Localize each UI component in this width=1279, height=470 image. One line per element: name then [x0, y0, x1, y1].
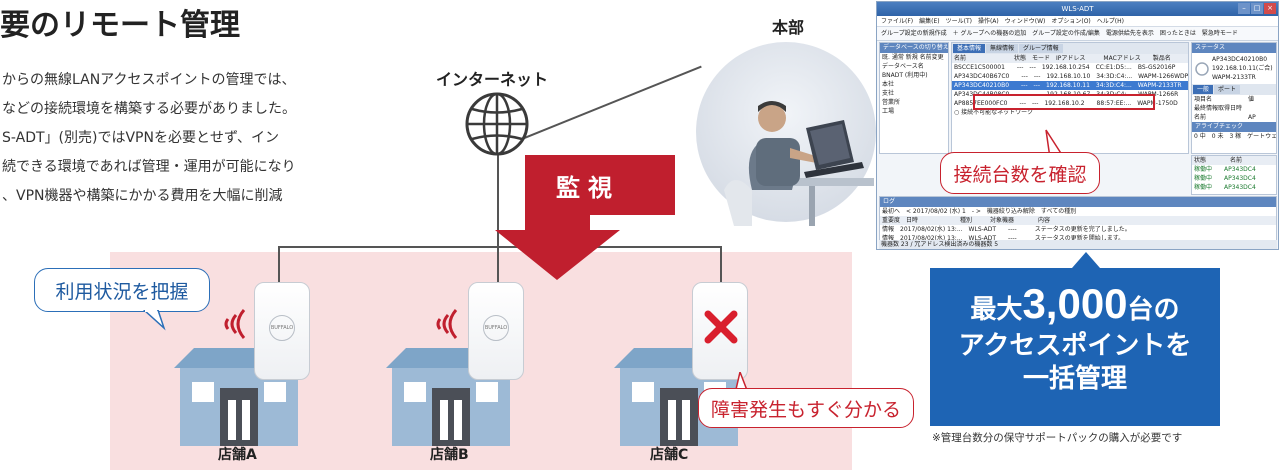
connections-callout-text: 接続台数を確認 — [953, 163, 1087, 186]
list-item[interactable]: 既. 通常 新規 名前変更 — [882, 54, 944, 61]
log-pane: ログ 最初へ < 2017/08/02 (水) 1 - > 機器絞り込み解除 す… — [879, 196, 1277, 248]
log-header: 重要度 日時 種別 対象機器 内容 — [880, 216, 1276, 225]
failure-callout: 障害発生もすぐ分かる — [698, 388, 914, 428]
connections-callout: 接続台数を確認 — [940, 152, 1100, 194]
tab-wireless[interactable]: 無線情報 — [986, 44, 1019, 53]
store-c-access-point — [692, 282, 748, 380]
page-title: 要のリモート管理 — [0, 8, 240, 43]
badge-prefix: 最大 — [970, 295, 1023, 325]
internet-label: インターネット — [436, 70, 549, 89]
description-line: からの無線LANアクセスポイントの管理では、 — [2, 72, 296, 88]
ap-logo: BUFFALO — [483, 315, 509, 341]
list-item[interactable]: 本社 — [882, 81, 895, 88]
list-item[interactable]: 工場 — [882, 108, 895, 115]
usage-callout-tail — [142, 310, 166, 331]
status-pane-title: ステータス — [1192, 43, 1276, 53]
status-bar: 機器数 23 / 冗アドレス検出済みの機器数 5 — [879, 240, 1277, 249]
table-row[interactable]: AP8857EE000FC0 --- --- 192.168.10.2 88:5… — [954, 100, 1178, 107]
log-title: ログ — [880, 197, 1276, 207]
table-row[interactable]: BSCCE1C500001 --- --- 192.168.10.254 CC:… — [954, 64, 1176, 71]
store-b-label: 店舗B — [430, 447, 469, 463]
list-item: データベース名 — [882, 63, 924, 70]
status-ring-icon — [1195, 61, 1209, 76]
status-value: WAPM-2133TR — [1212, 74, 1256, 81]
tab-basic[interactable]: 基本情報 — [953, 44, 986, 53]
usage-callout: 利用状況を把握 — [34, 268, 210, 312]
badge-pointer — [1072, 252, 1100, 268]
database-pane: データベースの切り替え 既. 通常 新規 名前変更 データベース名 BNADT … — [879, 42, 949, 154]
database-pane-title: データベースの切り替え — [880, 43, 948, 53]
failure-callout-text: 障害発生もすぐ分かる — [710, 398, 901, 421]
detail-row: 最終情報取得日時 — [1194, 105, 1255, 112]
description-line: S-ADT」(別売)ではVPNを必要とせず、イン — [2, 130, 279, 146]
badge-line2: アクセスポイントを — [958, 331, 1192, 361]
tab-general[interactable]: 一般 — [1193, 85, 1214, 94]
store-b-access-point: BUFFALO — [468, 282, 524, 380]
alive-check-title: アライブチェック — [1192, 122, 1276, 132]
table-header: 名前 状態 モード IPアドレス MACアドレス 製品名 — [952, 54, 1188, 63]
description: からの無線LANアクセスポイントの管理では、 などの接続環境を構築する必要があり… — [2, 66, 402, 211]
internet-drop-line — [497, 150, 499, 248]
error-x-icon — [704, 310, 738, 344]
description-line: 続できる環境であれば管理・運用が可能になり — [2, 159, 296, 175]
list-item[interactable]: BNADT (利用中) — [882, 72, 928, 79]
detail-row: 項目名 値 — [1194, 96, 1255, 103]
usage-callout-text: 利用状況を把握 — [55, 280, 189, 303]
menu-bar[interactable]: ファイル(F) 編集(E) ツール(T) 操作(A) ウィンドウ(W) オプショ… — [877, 16, 1278, 27]
status-value: AP343DC40210B0 — [1212, 56, 1268, 63]
table-row[interactable]: ○ 接続不可能なネットワーク — [954, 109, 1034, 116]
hq-label: 本部 — [772, 18, 805, 37]
highlight-box — [973, 94, 1155, 110]
globe-icon — [465, 92, 529, 156]
badge-number: 3,000 — [1022, 280, 1128, 327]
store-c-line — [720, 246, 722, 282]
log-toolbar[interactable]: 最初へ < 2017/08/02 (水) 1 - > 機器絞り込み解除 すべての… — [882, 208, 1077, 215]
window-title-bar: WLS-ADT – □ × — [877, 2, 1278, 16]
wls-adt-window: WLS-ADT – □ × ファイル(F) 編集(E) ツール(T) 操作(A)… — [876, 1, 1279, 250]
badge-suffix: 台の — [1127, 295, 1180, 325]
alive-row[interactable]: 稼働中 AP343DC4 — [1194, 166, 1256, 173]
store-c-label: 店舗C — [650, 447, 689, 463]
footnote: ※管理台数分の保守サポートパックの購入が必要です — [932, 432, 1183, 444]
store-a-line — [278, 246, 280, 282]
minimize-icon[interactable]: – — [1238, 3, 1250, 14]
description-line: 、VPN機器や構築にかかる費用を大幅に削減 — [2, 188, 283, 204]
tab-group[interactable]: グループ情報 — [1019, 44, 1063, 53]
window-title: WLS-ADT — [1061, 5, 1094, 13]
capacity-badge: 最大3,000台の アクセスポイントを 一括管理 — [930, 268, 1220, 426]
log-row[interactable]: 情報 2017/08/02(水) 13:... WLS-ADT ---- ステー… — [882, 235, 1125, 242]
alive-list-pane: 状態 名前 稼働中 AP343DC4 稼働中 AP343DC4 稼働中 AP34… — [1191, 155, 1277, 195]
store-a-building — [174, 348, 304, 446]
alive-header: 状態 名前 — [1192, 156, 1276, 165]
monitor-arrow — [495, 155, 675, 280]
status-pane: ステータス AP343DC40210B0 192.168.10.11(ご合) W… — [1191, 42, 1277, 154]
alive-row[interactable]: 稼働中 AP343DC4 — [1194, 184, 1256, 191]
table-row-selected[interactable]: AP343DC40210B0 --- --- 192.168.10.11 34:… — [952, 81, 1188, 90]
store-a-wifi-icon — [224, 309, 246, 339]
network-bus-line — [278, 246, 722, 248]
table-row[interactable]: AP343DC40B67C0 --- --- 192.168.10.10 34:… — [954, 73, 1188, 80]
office-worker-illustration — [696, 42, 876, 226]
store-b-wifi-icon — [436, 309, 458, 339]
store-a-label: 店舗A — [218, 447, 257, 463]
store-b-line — [497, 246, 499, 282]
toolbar[interactable]: グループ設定の新規作成 ＋ グループへの機器の追加 グループ設定の作成/編集 電… — [877, 27, 1278, 41]
ap-logo: BUFFALO — [269, 315, 295, 341]
close-icon[interactable]: × — [1264, 3, 1276, 14]
device-tabs: 基本情報 無線情報 グループ情報 — [952, 43, 1188, 54]
tab-port[interactable]: ポート — [1214, 85, 1241, 94]
detail-row: 名前 AP — [1194, 114, 1256, 121]
list-item[interactable]: 営業所 — [882, 99, 901, 106]
detail-tabs: 一般 ポート — [1192, 84, 1276, 95]
alive-counts: 0 中 0 未 3 稼 ゲートウェ — [1194, 133, 1276, 140]
status-value: 192.168.10.11(ご合) — [1212, 65, 1273, 72]
badge-line3: 一括管理 — [1022, 364, 1127, 394]
log-row[interactable]: 情報 2017/08/02(水) 13:... WLS-ADT ---- ステー… — [882, 226, 1131, 233]
monitor-label: 監視 — [556, 174, 620, 202]
store-a-access-point: BUFFALO — [254, 282, 310, 380]
description-line: などの接続環境を構築する必要がありました。 — [2, 101, 296, 117]
maximize-icon[interactable]: □ — [1251, 3, 1263, 14]
list-item[interactable]: 支社 — [882, 90, 895, 97]
alive-row[interactable]: 稼働中 AP343DC4 — [1194, 175, 1256, 182]
